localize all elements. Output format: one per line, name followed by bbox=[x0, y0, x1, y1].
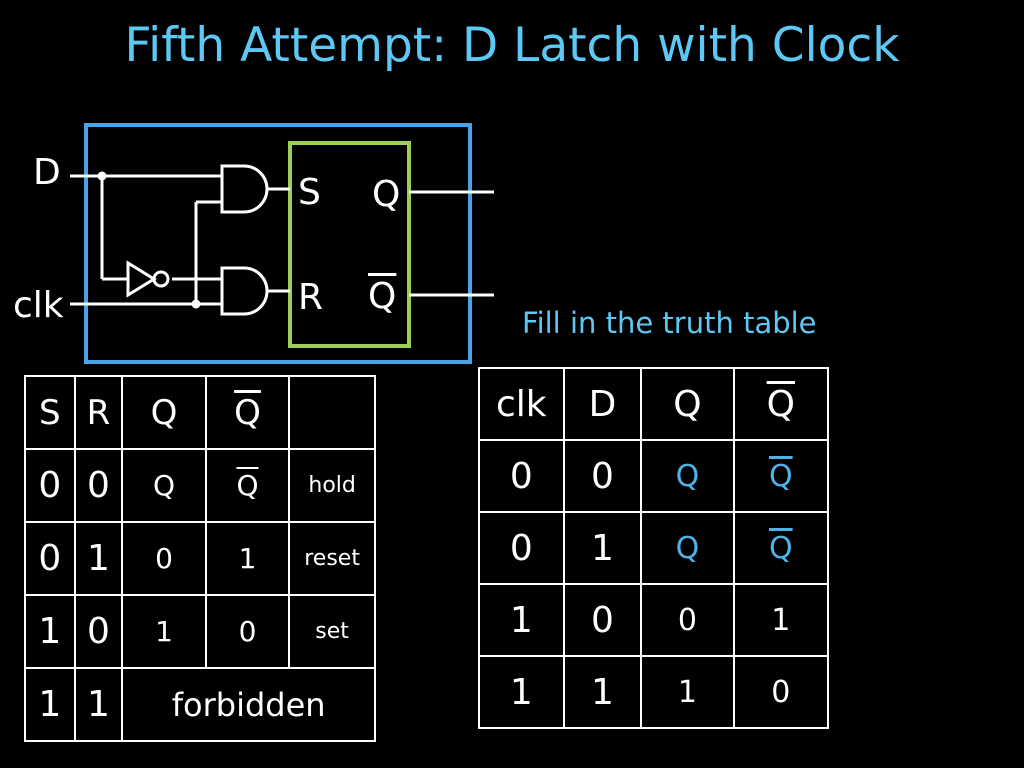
outer-latch-box bbox=[84, 123, 472, 364]
sr-latch-box bbox=[288, 141, 411, 348]
latch-r-label: R bbox=[298, 277, 324, 318]
cell-note: set bbox=[288, 594, 376, 669]
cell-r: 1 bbox=[73, 521, 124, 596]
cell-clk: 0 bbox=[478, 439, 565, 513]
cell-qbar: Q bbox=[768, 530, 793, 566]
cell-qbar: 1 bbox=[732, 583, 830, 657]
cell-s: 1 bbox=[24, 667, 76, 742]
header-q: Q bbox=[121, 375, 207, 450]
bottom-and-gate bbox=[220, 266, 269, 316]
cell-q: Q bbox=[640, 511, 735, 585]
cell-qbar: 0 bbox=[204, 594, 291, 669]
cell-q: Q bbox=[121, 448, 207, 523]
clk-junction-dot bbox=[191, 299, 201, 309]
header-d: D bbox=[562, 367, 643, 441]
cell-qbar: 0 bbox=[732, 655, 830, 729]
cell-forbidden: forbidden bbox=[121, 667, 376, 742]
cell-clk: 1 bbox=[478, 583, 565, 657]
header-q: Q bbox=[640, 367, 735, 441]
cell-r: 1 bbox=[73, 667, 124, 742]
table-row: 1 1 forbidden bbox=[24, 667, 376, 742]
cell-q: Q bbox=[640, 439, 735, 513]
cell-q: 0 bbox=[640, 583, 735, 657]
cell-note: hold bbox=[288, 448, 376, 523]
latch-qbar-label: Q bbox=[368, 276, 397, 317]
table-row: 0 1 Q Q bbox=[478, 511, 830, 585]
header-clk: clk bbox=[478, 367, 565, 441]
d-junction-dot bbox=[97, 171, 107, 181]
table-row: 0 0 Q Q hold bbox=[24, 448, 376, 523]
table-header-row: clk D Q Q bbox=[478, 367, 830, 441]
header-r: R bbox=[73, 375, 124, 450]
cell-d: 1 bbox=[562, 511, 643, 585]
clk-truth-table: clk D Q Q 0 0 Q Q 0 1 Q Q 1 0 0 1 1 1 1 … bbox=[478, 367, 830, 729]
inverter-gate bbox=[126, 260, 157, 298]
cell-qbar: Q bbox=[768, 458, 793, 494]
header-s: S bbox=[24, 375, 76, 450]
header-note bbox=[288, 375, 376, 450]
header-qbar: Q bbox=[234, 392, 261, 433]
table-row: 1 1 1 0 bbox=[478, 655, 830, 729]
cell-d: 0 bbox=[562, 583, 643, 657]
cell-clk: 0 bbox=[478, 511, 565, 585]
d-input-label: D bbox=[33, 152, 61, 193]
cell-q: 0 bbox=[121, 521, 207, 596]
cell-note: reset bbox=[288, 521, 376, 596]
table-row: 1 0 1 0 set bbox=[24, 594, 376, 669]
table-row: 0 1 0 1 reset bbox=[24, 521, 376, 596]
instruction-text: Fill in the truth table bbox=[522, 306, 817, 340]
table-header-row: S R Q Q bbox=[24, 375, 376, 450]
clk-input-label: clk bbox=[13, 285, 64, 326]
cell-qbar: Q bbox=[236, 469, 259, 502]
cell-r: 0 bbox=[73, 594, 124, 669]
cell-s: 0 bbox=[24, 448, 76, 523]
cell-q: 1 bbox=[121, 594, 207, 669]
table-row: 1 0 0 1 bbox=[478, 583, 830, 657]
latch-q-label: Q bbox=[372, 174, 401, 215]
inverter-bubble bbox=[152, 270, 170, 288]
cell-d: 1 bbox=[562, 655, 643, 729]
table-row: 0 0 Q Q bbox=[478, 439, 830, 513]
cell-r: 0 bbox=[73, 448, 124, 523]
slide-title: Fifth Attempt: D Latch with Clock bbox=[124, 18, 900, 73]
cell-q: 1 bbox=[640, 655, 735, 729]
latch-s-label: S bbox=[298, 172, 321, 213]
cell-s: 1 bbox=[24, 594, 76, 669]
cell-d: 0 bbox=[562, 439, 643, 513]
cell-qbar: 1 bbox=[204, 521, 291, 596]
sr-truth-table: S R Q Q 0 0 Q Q hold 0 1 0 1 reset 1 0 1… bbox=[24, 375, 376, 742]
cell-s: 0 bbox=[24, 521, 76, 596]
cell-clk: 1 bbox=[478, 655, 565, 729]
header-qbar: Q bbox=[766, 383, 795, 425]
top-and-gate bbox=[220, 164, 269, 214]
